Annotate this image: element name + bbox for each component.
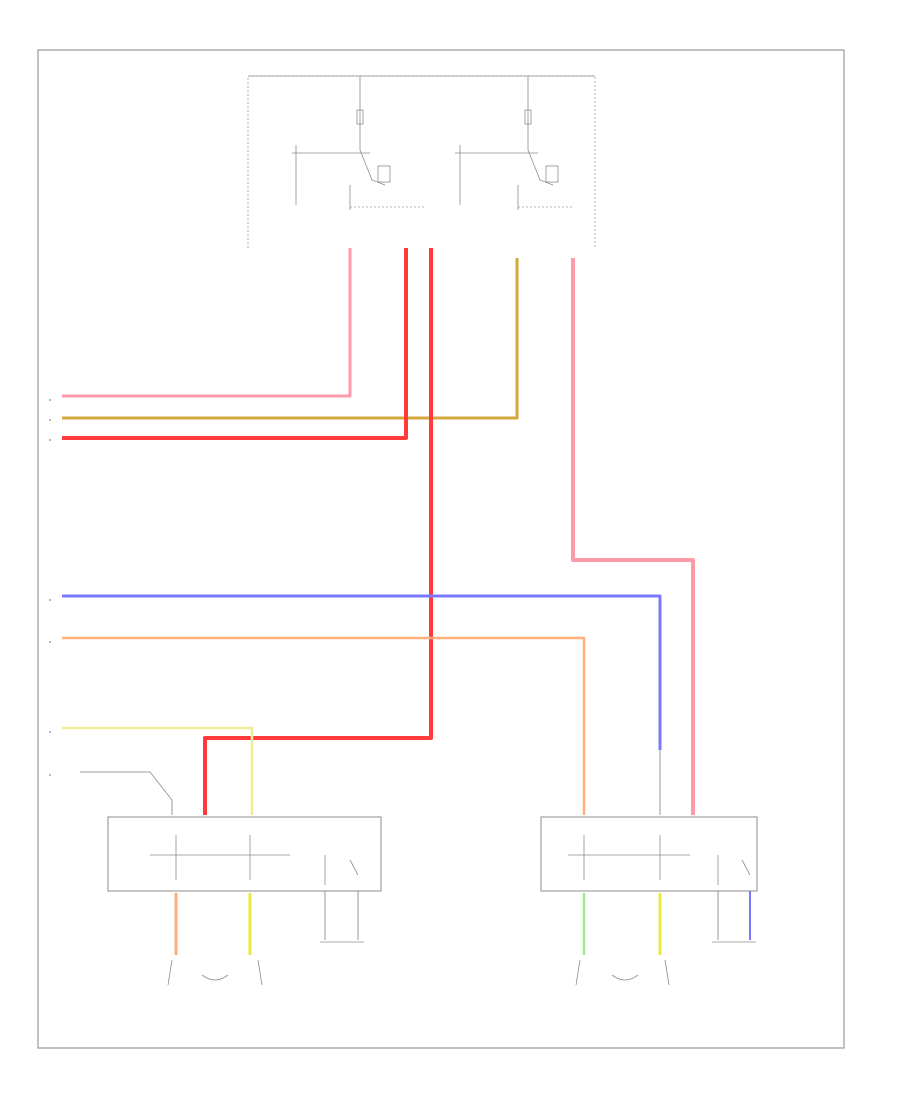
wire-blue — [62, 594, 662, 750]
left-switch-box — [107, 816, 382, 892]
wire-light-yellow — [62, 726, 254, 815]
connector-dot — [49, 774, 51, 776]
left-window-switch — [107, 816, 382, 892]
left-relay-contact — [359, 149, 386, 186]
wire-tan-top — [62, 258, 519, 420]
wire-orange — [62, 636, 586, 815]
wire-red-upper — [62, 248, 408, 440]
wire-red-right — [571, 258, 695, 815]
wire-red-long — [203, 248, 433, 815]
right-fuse-icon — [524, 109, 532, 125]
left-fuse-icon — [356, 109, 364, 125]
left-window-motor — [167, 959, 263, 986]
right-relay-contact — [527, 149, 554, 186]
right-window-motor — [575, 959, 670, 986]
connector-dot — [49, 641, 51, 643]
connector-dot — [49, 439, 51, 441]
wire-gray-left — [80, 771, 173, 815]
left-switch-contact-d — [349, 859, 359, 876]
connector-dot — [49, 599, 51, 601]
left-relay-coil-icon — [377, 165, 391, 183]
top-module-outline — [247, 75, 596, 248]
right-motor-leads — [575, 959, 670, 986]
connector-dot — [49, 399, 51, 401]
diagram-frame — [37, 49, 845, 1049]
connector-dot — [49, 731, 51, 733]
right-switch-contact-d — [741, 859, 751, 876]
left-motor-leads — [167, 959, 263, 986]
wire-pink-top — [62, 248, 352, 398]
right-switch-box — [540, 816, 758, 892]
right-window-switch — [540, 816, 758, 892]
connector-dot — [49, 419, 51, 421]
right-relay-coil-icon — [545, 165, 559, 183]
right-motor-icon — [611, 974, 639, 981]
left-motor-icon — [201, 974, 229, 981]
wire-harness — [62, 248, 751, 955]
left-edge-connectors — [49, 399, 51, 776]
top-fuse-relay-module — [247, 75, 596, 248]
